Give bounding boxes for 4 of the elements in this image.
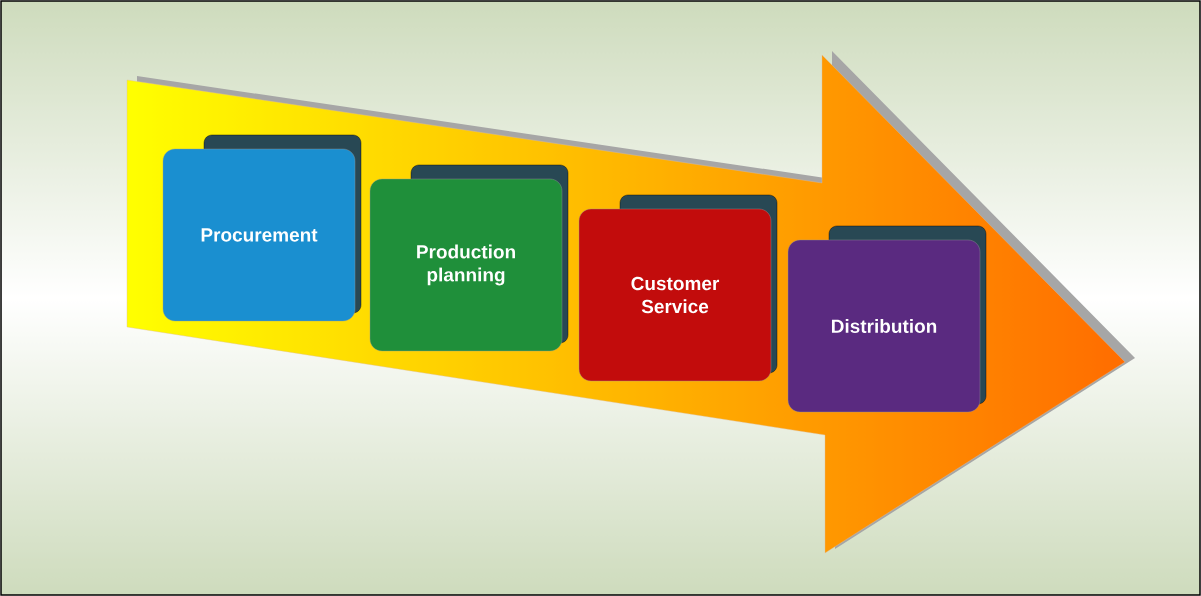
process-box: Customer Service — [578, 194, 778, 382]
process-box: Production planning — [369, 164, 569, 352]
process-box: Procurement — [162, 134, 362, 322]
process-box: Distribution — [787, 225, 987, 413]
